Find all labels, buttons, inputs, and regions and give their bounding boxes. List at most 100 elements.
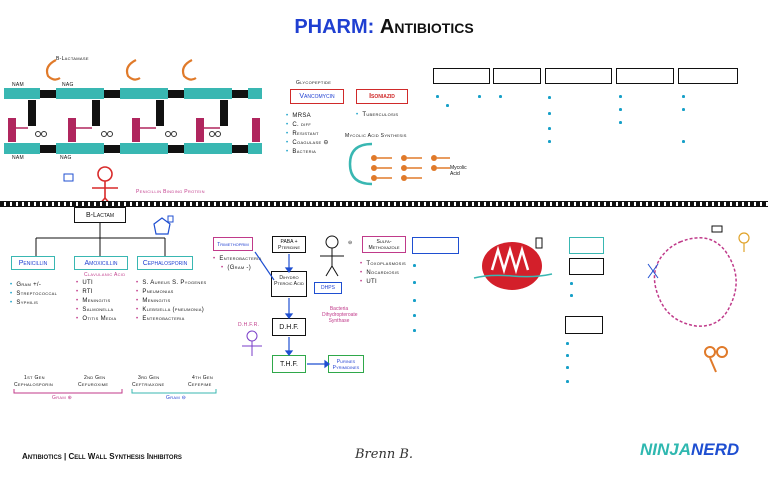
empty-box-4: [616, 68, 674, 84]
trimethoprim-list: Enterobacteria (Gram -): [213, 255, 262, 273]
empty-box-2: [493, 68, 541, 84]
paba-box: PABA + Pteridine: [272, 236, 306, 253]
gram-neg-label: Gram ⊖: [166, 395, 187, 401]
paba-label: PABA + Pteridine: [277, 239, 300, 251]
sulfa-item-3: UTI: [360, 278, 406, 287]
sulfa-minus: ⊖: [348, 240, 353, 246]
signature: Brenn B.: [355, 447, 414, 462]
dhps-label: DHPS: [321, 285, 335, 291]
trimethoprim-box: Trimethoprim: [213, 237, 253, 251]
vanco-item-5: Bacteria: [286, 148, 329, 157]
section-divider: [0, 201, 768, 207]
isoniazid-title: Isoniazid: [369, 93, 395, 100]
vancomycin-list: MRSA C. diff Resistant Coagulase ⊖ Bacte…: [286, 112, 329, 157]
b-lactam-tree: [35, 223, 166, 256]
dhfr-label: D.H.F.R.: [238, 322, 260, 328]
nag-top-label: NAG: [62, 82, 74, 88]
b-lactamase-label: B-Lactamase: [56, 56, 89, 62]
trimeth-item-1: Enterobacteria: [213, 255, 262, 264]
mycolic-side-label: Mycolic Acid: [450, 165, 467, 177]
purines-label: Purines Pyrimidines: [332, 359, 360, 371]
mycolic-label: Mycolic Acid Synthesis: [345, 133, 407, 139]
b-lactam-label: B-Lactam: [85, 212, 115, 219]
ceph-item-3: Meningitis: [136, 297, 207, 306]
amox-item-2: RTI: [76, 288, 116, 297]
pen-item-3: Syphilis: [10, 299, 57, 308]
amoxicillin-box: Amoxicillin: [74, 256, 128, 270]
amox-item-5: Otitis Media: [76, 315, 116, 324]
empty-box-5: [678, 68, 738, 84]
vancomycin-title: Vancomycin: [299, 93, 335, 100]
gen-3-label: 3rd Gen: [138, 375, 160, 381]
amox-item-3: Meningitis: [76, 297, 116, 306]
pen-item-1: Gram +/-: [10, 281, 57, 290]
penicillin-list: Gram +/- Streptococcal Syphilis: [10, 281, 57, 308]
mycolic-diagram: [348, 142, 450, 186]
isoniazid-list: Tuberculosis: [356, 111, 398, 120]
b-lactam-box: B-Lactam: [74, 207, 126, 223]
pbp-label: Penicillin Binding Protein: [136, 189, 205, 195]
penicillin-title: Penicillin: [18, 260, 48, 267]
b-lactamase-enzymes: [45, 59, 197, 81]
footer-title: Antibiotics | Cell Wall Synthesis Inhibi…: [22, 452, 182, 461]
thf-label: T.H.F.: [280, 361, 298, 368]
dhps-box: DHPS: [314, 282, 342, 294]
cephalosporin-box: Cephalosporin: [137, 256, 193, 270]
glycopeptide-label: Glycopeptide: [296, 80, 332, 86]
brand-part-1: NINJA: [640, 440, 692, 459]
sulfa-list: Toxoplasmosis Nocardiosis UTI: [360, 260, 406, 287]
amoxicillin-list: UTI RTI Meningitis Salmonella Otitis Med…: [76, 279, 116, 324]
vanco-item-2: C. diff: [286, 121, 329, 130]
brand-part-2: NERD: [691, 440, 740, 459]
vanco-item-1: MRSA: [286, 112, 329, 121]
ribosome-illustration: [473, 237, 553, 290]
empty-box-8: [569, 258, 604, 275]
sulfa-label: Sulfa- Methoxazole: [368, 239, 400, 251]
empty-box-3: [545, 68, 612, 84]
empty-box-6: [412, 237, 459, 254]
dhf-label: D.H.F.: [279, 324, 299, 331]
pen-item-2: Streptococcal: [10, 290, 57, 299]
title-main: Antibiotics: [379, 16, 474, 38]
gen-2-label: 2nd Gen: [84, 375, 106, 381]
gram-pos-label: Gram ⊕: [52, 395, 73, 401]
cell-wall-diagram: [4, 59, 262, 154]
cephalosporin-title: Cephalosporin: [142, 260, 188, 267]
amoxicillin-title: Amoxicillin: [84, 260, 118, 267]
penicillin-box: Penicillin: [11, 256, 55, 270]
sulfa-item-2: Nocardiosis: [360, 269, 406, 278]
gen-brackets: [13, 389, 217, 394]
gen-3-drug: Ceftriaxone: [132, 382, 165, 388]
ceph-item-5: Enterobacteria: [136, 315, 207, 324]
dna-plasmid-illustration: [647, 225, 750, 373]
amox-item-1: UTI: [76, 279, 116, 288]
sulfa-item-1: Toxoplasmosis: [360, 260, 406, 269]
ceph-item-4: Klebsiella (pneumonia): [136, 306, 207, 315]
bacteria-note: Bacteria Dihydropteroate Synthase: [322, 306, 358, 324]
gen-1-drug: Cephalosporin: [14, 382, 54, 388]
gen-2-drug: Cefuroxime: [78, 382, 109, 388]
trimeth-item-2: (Gram -): [213, 264, 262, 273]
vancomycin-box: Vancomycin: [290, 89, 344, 104]
isoniazid-box: Isoniazid: [356, 89, 408, 104]
gen-1-label: 1st Gen: [24, 375, 45, 381]
nag-bottom-label: NAG: [60, 155, 72, 161]
scissors-icons: [35, 131, 221, 137]
folate-arrows: [242, 235, 344, 369]
peptidoglycan-layer: [4, 88, 262, 154]
page-title: PHARM: Antibiotics: [0, 16, 768, 39]
amox-item-4: Salmonella: [76, 306, 116, 315]
brand-logo: NINJANERD: [640, 440, 739, 460]
gen-4-label: 4th Gen: [192, 375, 214, 381]
isoniazid-item-1: Tuberculosis: [356, 111, 398, 120]
empty-box-9: [565, 316, 603, 334]
trimethoprim-label: Trimethoprim: [217, 242, 249, 248]
empty-box-1: [433, 68, 490, 84]
nam-bottom-label: NAM: [12, 155, 25, 161]
empty-box-7: [569, 237, 604, 254]
cephalosporin-list: S. Aureus S. Pyogenes Pneumonias Meningi…: [136, 279, 207, 324]
clavulanic-label: Clavulanic Acid: [84, 272, 126, 278]
ceph-item-2: Pneumonias: [136, 288, 207, 297]
vanco-item-3: Resistant: [286, 130, 329, 139]
ceph-item-1: S. Aureus S. Pyogenes: [136, 279, 207, 288]
